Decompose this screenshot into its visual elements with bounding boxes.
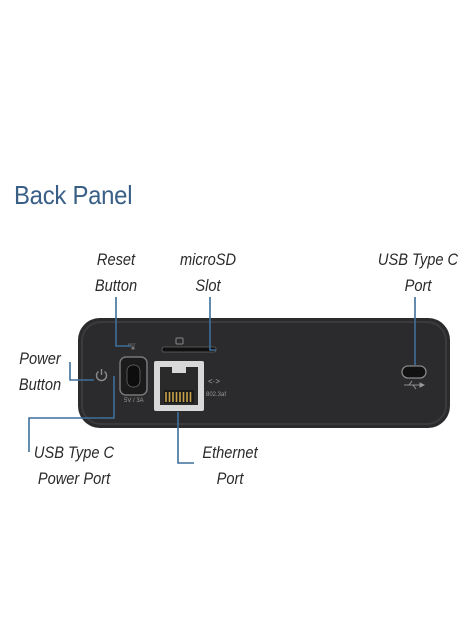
label-line: Port xyxy=(404,276,432,295)
label-line: Button xyxy=(94,276,138,295)
reset-pinhole xyxy=(131,346,135,350)
label-line: USB Type C xyxy=(377,250,459,269)
callout-lines xyxy=(28,297,416,464)
label-line: Button xyxy=(18,375,62,394)
callout-ethernet xyxy=(177,412,194,464)
usb-c-data-port-icon xyxy=(401,365,427,379)
label-line: Slot xyxy=(195,276,221,295)
usb-trident-icon xyxy=(404,380,426,390)
microsd-slot-icon xyxy=(161,337,217,353)
usb-c-port-icon xyxy=(119,356,148,396)
label-power-button: Power Button xyxy=(12,346,67,398)
label-usb-type-c-port: USB Type C Port xyxy=(373,247,462,299)
reset-tiny-text: RST xyxy=(128,342,137,347)
label-ethernet-port: Ethernet Port xyxy=(197,440,262,492)
callout-power xyxy=(69,362,94,381)
label-reset-button: Reset Button xyxy=(87,247,145,299)
label-line: Power Port xyxy=(37,469,111,488)
label-usb-type-c-power-port: USB Type C Power Port xyxy=(31,440,117,492)
label-line: microSD xyxy=(179,250,237,269)
power-icon xyxy=(95,369,108,382)
label-line: Reset xyxy=(96,250,136,269)
ethernet-marking: 802.3af xyxy=(206,392,226,398)
callout-reset xyxy=(115,297,131,347)
panel-title: Back Panel xyxy=(14,180,133,210)
label-line: Power xyxy=(19,349,61,368)
ethernet-port-icon xyxy=(154,361,204,411)
device-panel-highlight xyxy=(81,321,447,425)
callout-usb-power xyxy=(28,376,115,452)
ethernet-arrows: <·> xyxy=(208,377,220,386)
label-line: Ethernet xyxy=(202,443,258,462)
label-microsd-slot: microSD Slot xyxy=(174,247,243,299)
label-line: USB Type C xyxy=(33,443,115,462)
usb-power-marking: 5V / 3A xyxy=(124,398,144,404)
label-line: Port xyxy=(216,469,244,488)
callout-microsd xyxy=(209,297,216,351)
